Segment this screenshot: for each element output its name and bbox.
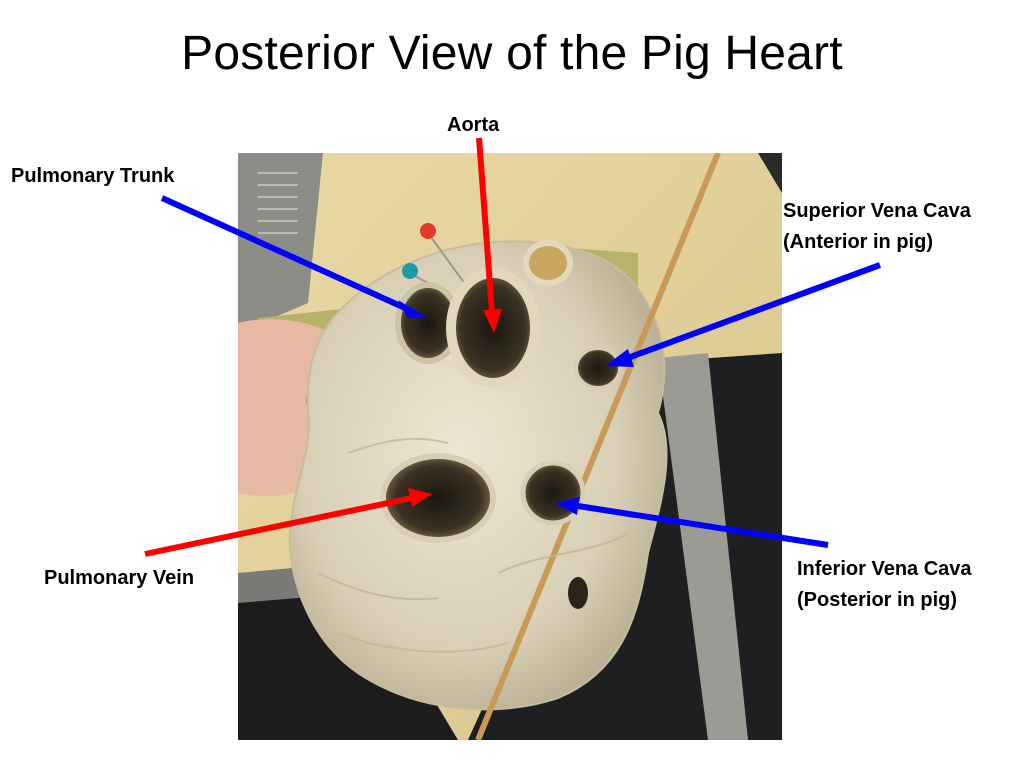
label-inferior-vena-cava-line-2: (Posterior in pig) [797, 589, 957, 611]
label-aorta-text: Aorta [447, 114, 500, 136]
label-inferior-vena-cava: Inferior Vena Cava (Posterior in pig) [797, 554, 972, 616]
pig-heart-photo [238, 153, 782, 740]
label-pulmonary-vein: Pulmonary Vein [44, 563, 194, 594]
label-pulmonary-trunk: Pulmonary Trunk [11, 161, 174, 192]
label-superior-vena-cava: Superior Vena Cava (Anterior in pig) [783, 196, 971, 258]
label-pulmonary-vein-text: Pulmonary Vein [44, 567, 195, 589]
label-superior-vena-cava-line-2: (Anterior in pig) [783, 231, 933, 253]
label-inferior-vena-cava-line-1: Inferior Vena Cava [797, 558, 972, 580]
label-aorta: Aorta [447, 110, 499, 141]
label-pulmonary-trunk-text: Pulmonary Trunk [11, 165, 175, 187]
label-superior-vena-cava-line-1: Superior Vena Cava [783, 200, 971, 222]
slide-title: Posterior View of the Pig Heart [181, 27, 843, 80]
